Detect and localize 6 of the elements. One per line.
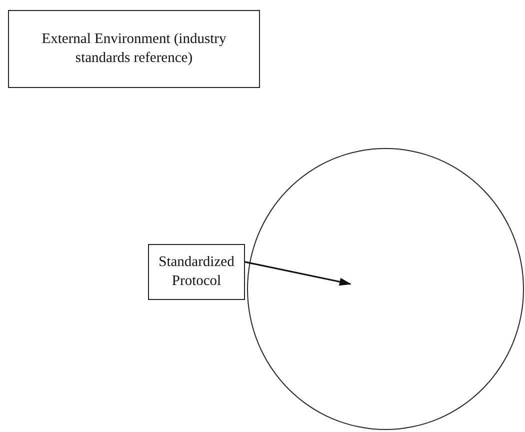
text-box [8, 10, 260, 88]
box-label: Standardized Protocol [158, 253, 236, 291]
box-label: External Environment (industry standards reference) [40, 30, 228, 68]
text-box [148, 244, 245, 300]
circle [247, 148, 524, 430]
arrow [244, 261, 352, 286]
